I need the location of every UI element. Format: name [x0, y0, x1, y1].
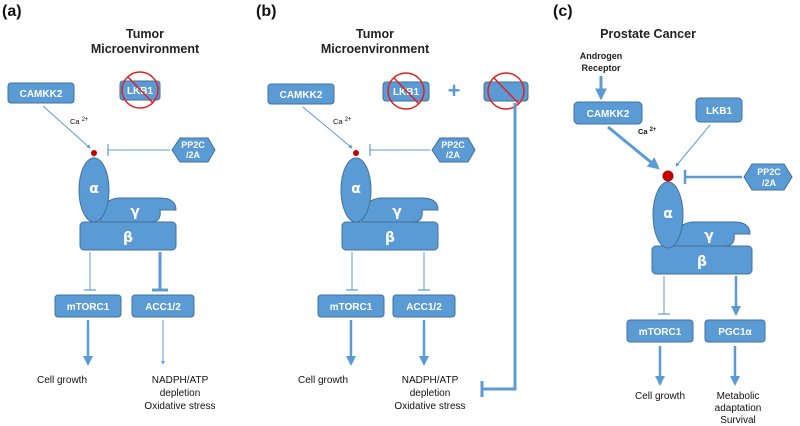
panel-b-out2-line3: Oxidative stress	[394, 401, 465, 412]
panel-b-out2-line2: depletion	[410, 388, 451, 399]
panel-b-alpha-subunit	[340, 157, 372, 223]
panel-c-alpha-label: α	[663, 206, 673, 222]
panel-c-receptor-line1: Androgen	[580, 51, 623, 61]
panel-b: (b) Tumor Microenvironment CAMKK2 LKB1 +…	[256, 3, 529, 412]
panel-b-mtorc1-box	[317, 294, 385, 318]
panel-a-mtorc1-box	[54, 294, 122, 318]
panel-b-title-line1: Tumor	[356, 27, 394, 41]
panel-a-alpha-label: α	[89, 181, 99, 197]
panel-c-pp2c-line2: /2A	[762, 178, 777, 188]
panel-c-beta-label: β	[697, 254, 707, 270]
panel-b-pp2c-hexagon	[431, 137, 476, 163]
panel-c-camkk2-arrow	[607, 125, 660, 170]
panel-b-alpha-label: α	[351, 181, 361, 197]
panel-c-phospho-dot	[662, 170, 674, 182]
panel-c-camkk2-box	[573, 101, 643, 125]
panel-a-acc-label: ACC1/2	[145, 302, 181, 313]
panel-a-out1: Cell growth	[37, 375, 87, 386]
panel-a-pp2c-line1: PP2C	[181, 140, 205, 150]
panel-c: (c) Prostate Cancer Androgen Receptor CA…	[553, 3, 793, 426]
panel-b-pp2c-line2: /2A	[446, 150, 461, 160]
panel-a-phospho-dot	[91, 150, 97, 156]
panel-a-gamma-label: γ	[130, 204, 140, 220]
panel-b-label: (b)	[256, 3, 276, 20]
panel-c-camkk2-label: CAMKK2	[587, 109, 630, 120]
panel-b-plus-sign: +	[448, 78, 461, 103]
panel-b-acc-box	[392, 294, 456, 318]
panel-b-mtorc1-label: mTORC1	[330, 302, 373, 313]
panel-a-out2-line2: depletion	[160, 388, 201, 399]
panel-b-camkk2-arrow	[302, 106, 353, 149]
panel-b-side-inhibit-line	[482, 103, 517, 391]
panel-a-pp2c-line2: /2A	[186, 150, 201, 160]
panel-c-out2-line1: Metabolic	[717, 391, 760, 402]
panel-b-camkk2-label: CAMKK2	[280, 90, 323, 101]
panel-a-label: (a)	[2, 3, 22, 20]
panel-a-pp2c-hexagon	[171, 137, 216, 163]
panel-b-out2-line1: NADPH/ATP	[402, 375, 459, 386]
panel-c-lkb1-arrow	[675, 124, 711, 167]
panel-c-out2-line2: adaptation	[715, 403, 762, 414]
panel-a-camkk2-label: CAMKK2	[20, 89, 63, 100]
panel-c-receptor-line2: Receptor	[581, 63, 621, 73]
panel-a-out2-line1: NADPH/ATP	[152, 375, 209, 386]
panel-c-gamma-label: γ	[704, 228, 714, 244]
panel-b-second-inhibition-icon	[487, 72, 525, 110]
panel-c-alpha-subunit	[652, 181, 684, 249]
panel-c-lkb1-label: LKB1	[706, 106, 733, 117]
panel-c-label: (c)	[553, 3, 573, 20]
panel-a-lkb1-label: LKB1	[127, 86, 154, 97]
panel-b-title-line2: Microenvironment	[321, 42, 430, 56]
panel-b-phospho-dot	[353, 150, 359, 156]
panel-a-mtorc1-label: mTORC1	[67, 302, 110, 313]
panel-a-camkk2-box	[7, 82, 75, 104]
panel-a-beta-label: β	[123, 230, 133, 246]
panel-c-lkb1-box	[695, 97, 743, 123]
panel-c-out2-line3: Survival	[720, 415, 756, 426]
panel-a-camkk2-arrow	[42, 105, 91, 149]
panel-c-pgc1a-label: PGC1α	[718, 327, 752, 338]
panel-a-title-line1: Tumor	[126, 27, 164, 41]
panel-a-acc-box	[131, 294, 195, 318]
panel-b-acc-label: ACC1/2	[406, 302, 442, 313]
panel-c-pp2c-hexagon	[743, 163, 793, 191]
panel-b-gamma-label: γ	[392, 204, 402, 220]
panel-a: (a) Tumor Microenvironment CAMKK2 LKB1 P…	[2, 3, 216, 412]
panel-b-lkb1-inhibition-icon	[387, 72, 425, 110]
panel-b-lkb1-label: LKB1	[393, 87, 420, 98]
panel-c-mtorc1-label: mTORC1	[639, 327, 682, 338]
panel-b-beta-label: β	[385, 230, 395, 246]
panel-b-camkk2-box	[267, 83, 335, 105]
panel-c-out1: Cell growth	[635, 391, 685, 402]
panel-b-pp2c-line1: PP2C	[441, 140, 465, 150]
panel-b-out1: Cell growth	[298, 375, 348, 386]
panel-a-lkb1-inhibition-icon	[121, 71, 159, 109]
panel-a-title-line2: Microenvironment	[91, 42, 200, 56]
panel-a-out2-line3: Oxidative stress	[144, 401, 215, 412]
panel-c-pp2c-line1: PP2C	[757, 167, 781, 177]
panel-c-title: Prostate Cancer	[600, 27, 696, 41]
panel-c-pgc1a-box	[704, 319, 766, 343]
panel-c-mtorc1-box	[626, 319, 694, 343]
